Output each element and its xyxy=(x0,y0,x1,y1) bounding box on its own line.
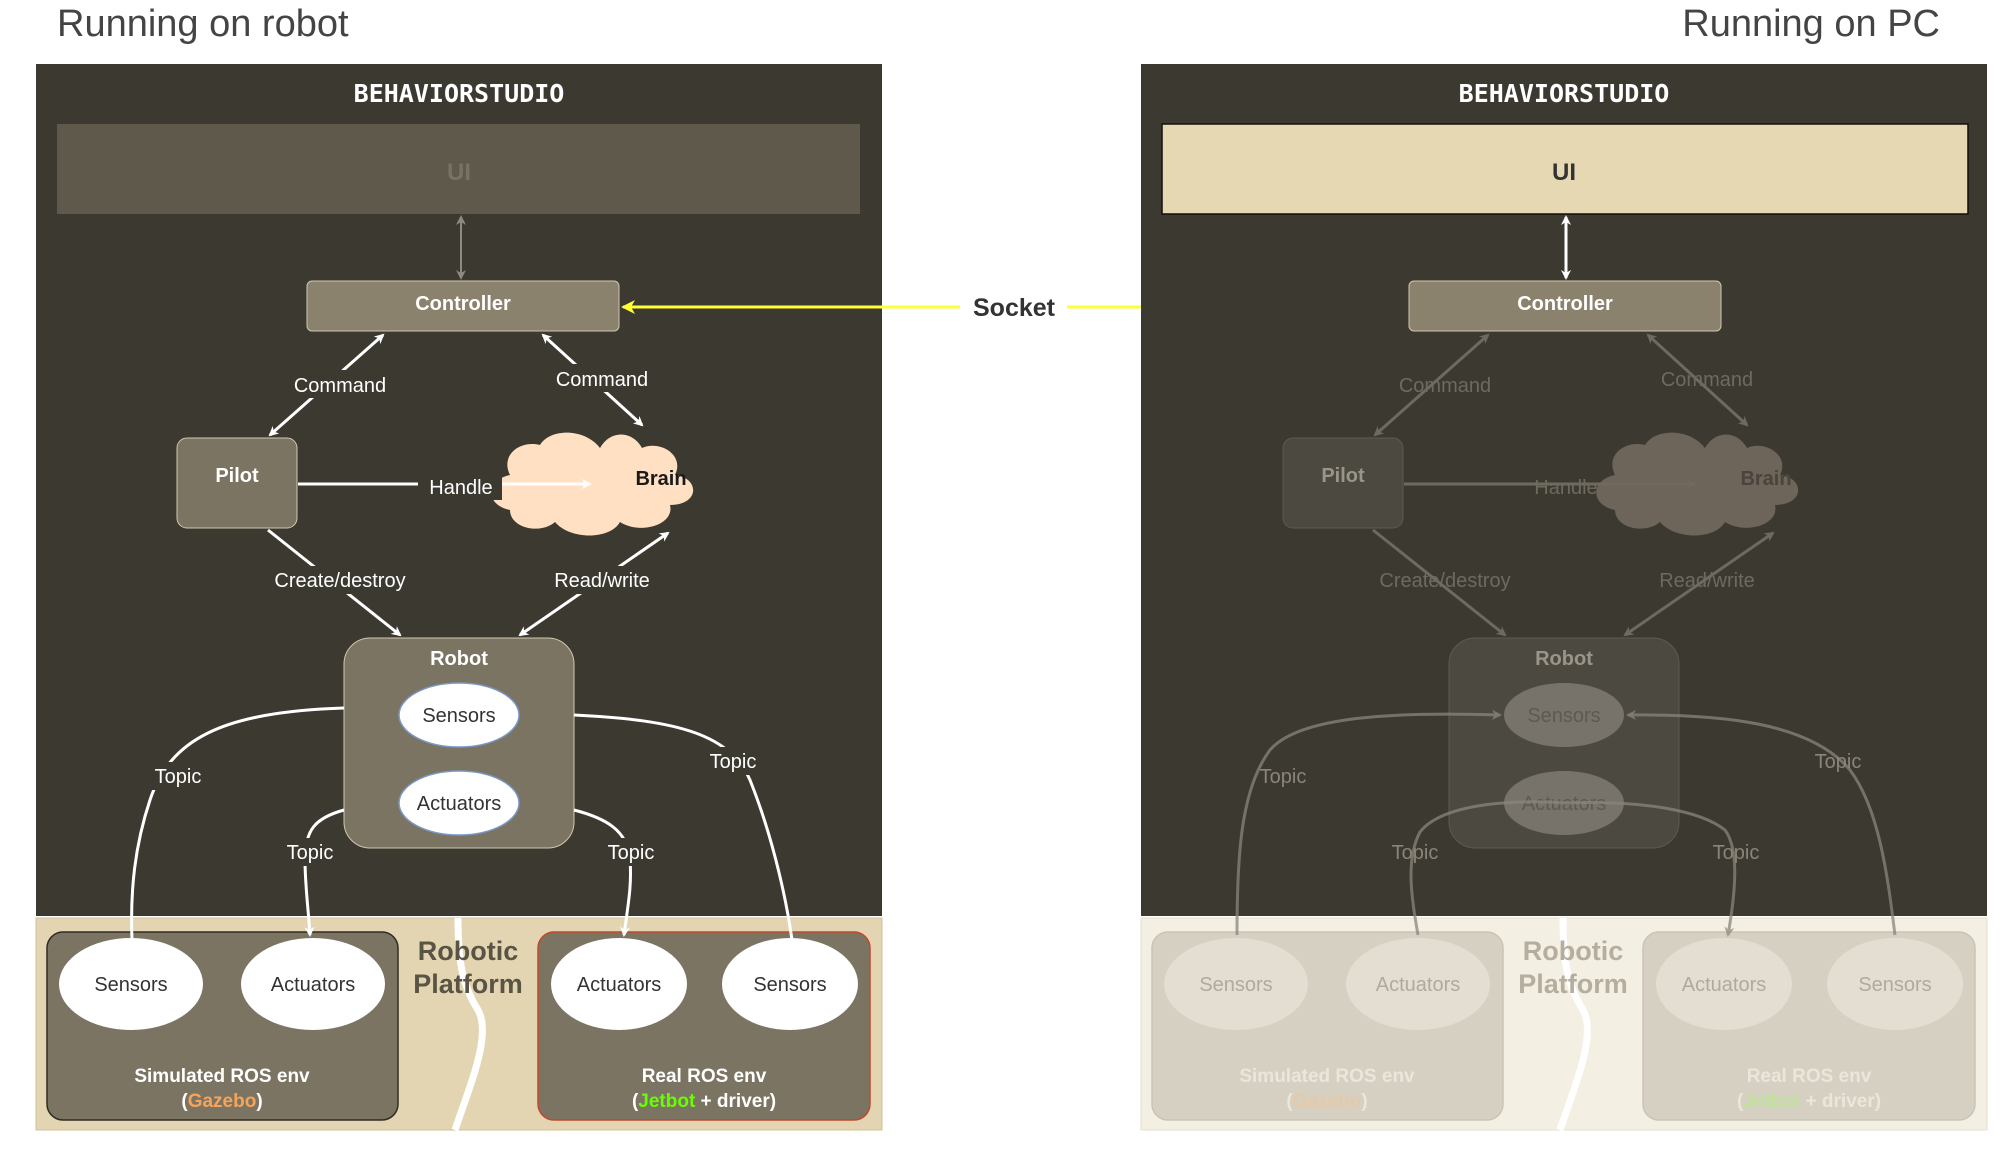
real-actuators-label: Actuators xyxy=(1682,974,1766,996)
controller-node xyxy=(306,280,620,332)
topic-outer-left-curve xyxy=(1235,709,1502,936)
edge-label-bg xyxy=(599,838,663,866)
ui-box xyxy=(1161,123,1969,215)
sim-env-title: Simulated ROS env xyxy=(134,1066,310,1087)
sim-actuators-label: Actuators xyxy=(271,974,355,996)
ui-box xyxy=(57,124,860,214)
real-sensors-label: Sensors xyxy=(753,974,826,996)
real-actuators-node xyxy=(1656,938,1792,1030)
pilot-node xyxy=(176,437,298,529)
sim-sensors-label: Sensors xyxy=(94,974,167,996)
platform-label-line2: Platform xyxy=(413,969,523,999)
sim-actuators-label: Actuators xyxy=(1376,974,1460,996)
topic-outer-left-label: Topic xyxy=(155,766,202,788)
edge-label-bg xyxy=(547,364,657,392)
topic-inner-left-label: Topic xyxy=(287,842,334,864)
platform-divider xyxy=(451,917,486,1132)
edge-command-pilot xyxy=(1373,333,1490,437)
edge-read-write xyxy=(1623,531,1775,637)
topic-inner-right-label: Topic xyxy=(608,842,655,864)
edge-label-bg xyxy=(263,566,417,594)
heading-running-on-pc: Running on PC xyxy=(1682,3,1940,45)
controller-label: Controller xyxy=(1517,293,1613,315)
real-actuators-label: Actuators xyxy=(577,974,661,996)
ui-label: UI xyxy=(447,159,471,186)
platform-label-line2: Platform xyxy=(1518,969,1628,999)
heading-running-on-robot: Running on robot xyxy=(57,3,349,45)
ui-label: UI xyxy=(1552,159,1576,186)
edge-create-destroy xyxy=(1372,528,1507,637)
panel-pc: BEHAVIORSTUDIO UI Controller Pilot Brain… xyxy=(1140,64,1988,1132)
sim-env-title: Simulated ROS env xyxy=(1239,1066,1415,1087)
robot-sensors-node xyxy=(398,682,520,748)
sim-sensors-node xyxy=(59,938,203,1030)
socket-label: Socket xyxy=(973,294,1056,322)
robot-sensors-node xyxy=(1504,683,1624,747)
sim-env-subtitle: (Gazebo) xyxy=(181,1091,262,1112)
edge-label-bg xyxy=(146,762,210,790)
edge-command-left-label: Command xyxy=(1399,375,1491,397)
edge-read-write-label: Read/write xyxy=(1659,570,1755,592)
edge-command-right-label: Command xyxy=(1661,369,1753,391)
platform-divider xyxy=(1556,917,1591,1132)
real-env-subtitle: (Jetbot + driver) xyxy=(1737,1091,1881,1112)
brain-node xyxy=(1596,432,1799,536)
robot-sensors-label: Sensors xyxy=(1527,705,1600,727)
controller-node xyxy=(1408,280,1722,332)
real-env-title: Real ROS env xyxy=(642,1066,767,1087)
topic-outer-right-curve xyxy=(573,713,794,941)
edge-create-destroy-label: Create/destroy xyxy=(274,570,405,592)
real-sensors-node xyxy=(1827,938,1963,1030)
edge-command-left-label: Command xyxy=(294,375,386,397)
edge-label-bg xyxy=(546,566,658,594)
edge-read-write-label: Read/write xyxy=(554,570,650,592)
pilot-label: Pilot xyxy=(215,465,259,487)
panel-robot: BEHAVIORSTUDIO UI Controller Pilot Brain… xyxy=(35,64,883,1132)
topic-inner-left-curve xyxy=(1409,800,1565,936)
brain-node xyxy=(491,432,694,536)
platform-label-line1: Robotic xyxy=(418,936,519,966)
brain-label: Brain xyxy=(1740,468,1791,490)
real-env-subtitle: (Jetbot + driver) xyxy=(632,1091,776,1112)
edge-create-destroy-label: Create/destroy xyxy=(1379,570,1510,592)
robot-sensors-label: Sensors xyxy=(422,705,495,727)
edge-handle-label: Handle xyxy=(1534,477,1597,499)
real-actuators-node xyxy=(551,938,687,1030)
controller-label: Controller xyxy=(415,293,511,315)
sim-actuators-node xyxy=(1346,938,1490,1030)
edge-handle-label: Handle xyxy=(429,477,492,499)
real-env-title: Real ROS env xyxy=(1747,1066,1872,1087)
sim-sensors-node xyxy=(1164,938,1308,1030)
app-title: BEHAVIORSTUDIO xyxy=(354,79,565,108)
brain-label: Brain xyxy=(635,468,686,490)
topic-outer-left-label: Topic xyxy=(1260,766,1307,788)
topic-outer-right-curve xyxy=(1626,709,1897,936)
app-title: BEHAVIORSTUDIO xyxy=(1459,79,1670,108)
topic-inner-left-label: Topic xyxy=(1392,842,1439,864)
edge-label-bg xyxy=(418,472,502,500)
real-sensors-label: Sensors xyxy=(1858,974,1931,996)
robot-label: Robot xyxy=(430,648,488,670)
sim-env-subtitle: (Gazebo) xyxy=(1286,1091,1367,1112)
topic-inner-right-curve xyxy=(1563,801,1737,937)
edge-label-bg xyxy=(701,747,765,775)
robot-label: Robot xyxy=(1535,648,1593,670)
robot-actuators-node xyxy=(398,770,520,836)
robot-actuators-label: Actuators xyxy=(417,793,501,815)
pilot-node xyxy=(1282,437,1404,529)
pilot-label: Pilot xyxy=(1321,465,1365,487)
edge-label-bg xyxy=(278,838,342,866)
edge-label-bg xyxy=(286,370,396,398)
platform-label-line1: Robotic xyxy=(1523,936,1624,966)
sim-sensors-label: Sensors xyxy=(1199,974,1272,996)
robot-actuators-label: Actuators xyxy=(1522,793,1606,815)
sim-actuators-node xyxy=(241,938,385,1030)
topic-outer-right-label: Topic xyxy=(710,751,757,773)
topic-outer-right-label: Topic xyxy=(1815,751,1862,773)
edge-command-brain xyxy=(1646,333,1749,427)
real-sensors-node xyxy=(722,938,858,1030)
edge-command-right-label: Command xyxy=(556,369,648,391)
topic-inner-right-label: Topic xyxy=(1713,842,1760,864)
